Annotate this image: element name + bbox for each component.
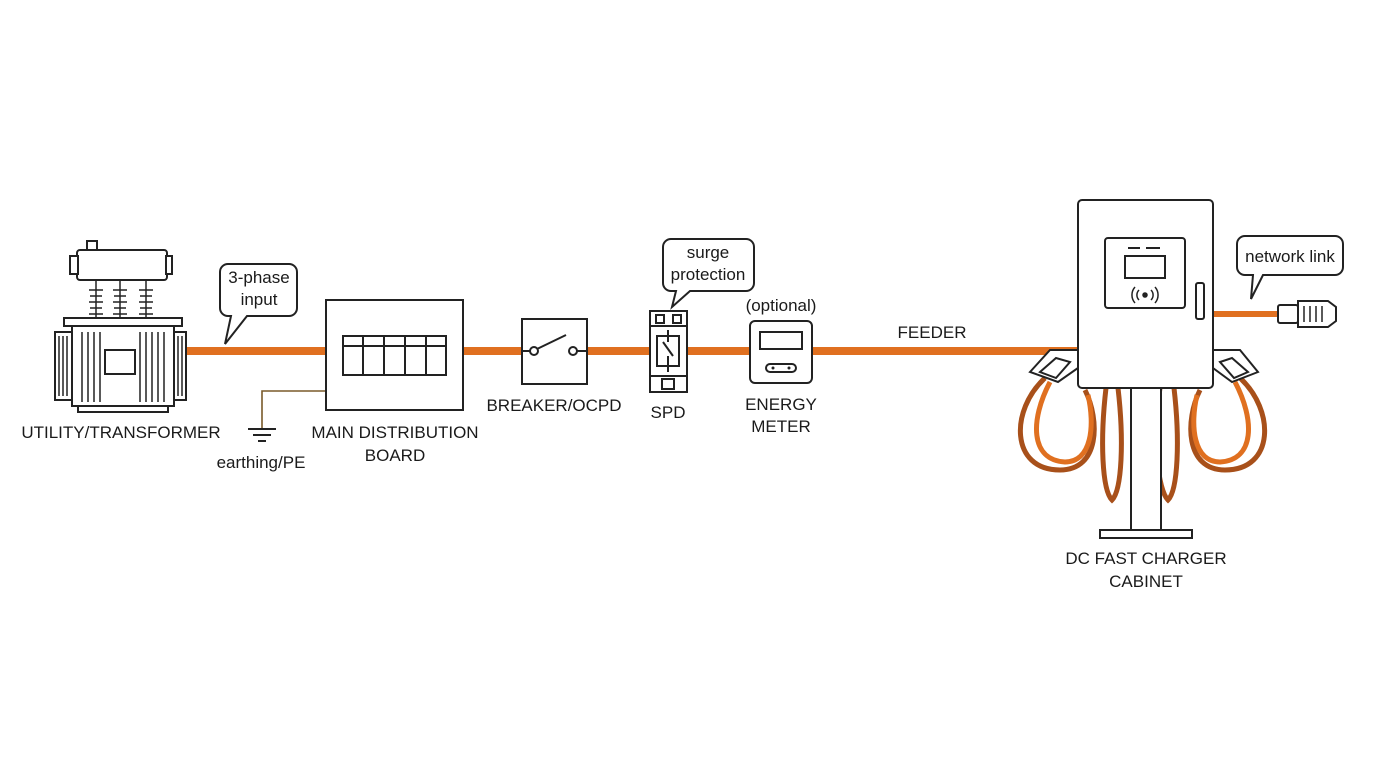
surge-callout-line2: protection	[671, 265, 746, 284]
main-distribution-board	[325, 299, 464, 411]
mdb-label-line2: BOARD	[365, 446, 425, 465]
input-callout: 3-phase input	[219, 263, 298, 345]
breaker-label: BREAKER/OCPD	[486, 396, 621, 415]
spd-module	[649, 310, 688, 393]
surge-callout-line1: surge	[687, 243, 730, 262]
ethernet-plug-icon	[1277, 300, 1337, 328]
feeder-label: FEEDER	[898, 323, 967, 342]
contactless-rfid-icon	[1131, 286, 1159, 304]
dc-fast-charger	[1017, 199, 1268, 539]
charger-label-line2: CABINET	[1109, 572, 1183, 591]
meter-label-line1: ENERGY	[745, 395, 817, 414]
input-callout-line1: 3-phase	[228, 268, 289, 287]
charger-label-line1: DC FAST CHARGER	[1065, 549, 1226, 568]
earthing-label: earthing/PE	[217, 453, 306, 472]
input-callout-line2: input	[241, 290, 278, 309]
ground-symbol-icon	[248, 428, 276, 442]
main-cable	[186, 311, 1280, 355]
mdb-label-line1: MAIN DISTRIBUTION	[311, 423, 478, 442]
meter-label-line2: METER	[751, 417, 811, 436]
network-callout-text: network link	[1245, 247, 1335, 266]
transformer-icon	[54, 240, 187, 413]
optional-label: (optional)	[746, 296, 817, 315]
earthing	[248, 390, 326, 442]
energy-meter	[749, 320, 813, 384]
network-callout: network link	[1236, 235, 1344, 300]
spd-label: SPD	[651, 403, 686, 422]
transformer-label: UTILITY/TRANSFORMER	[21, 423, 220, 442]
switch-icon	[522, 334, 587, 356]
breaker	[521, 318, 588, 385]
surge-callout: surge protection	[662, 238, 755, 310]
